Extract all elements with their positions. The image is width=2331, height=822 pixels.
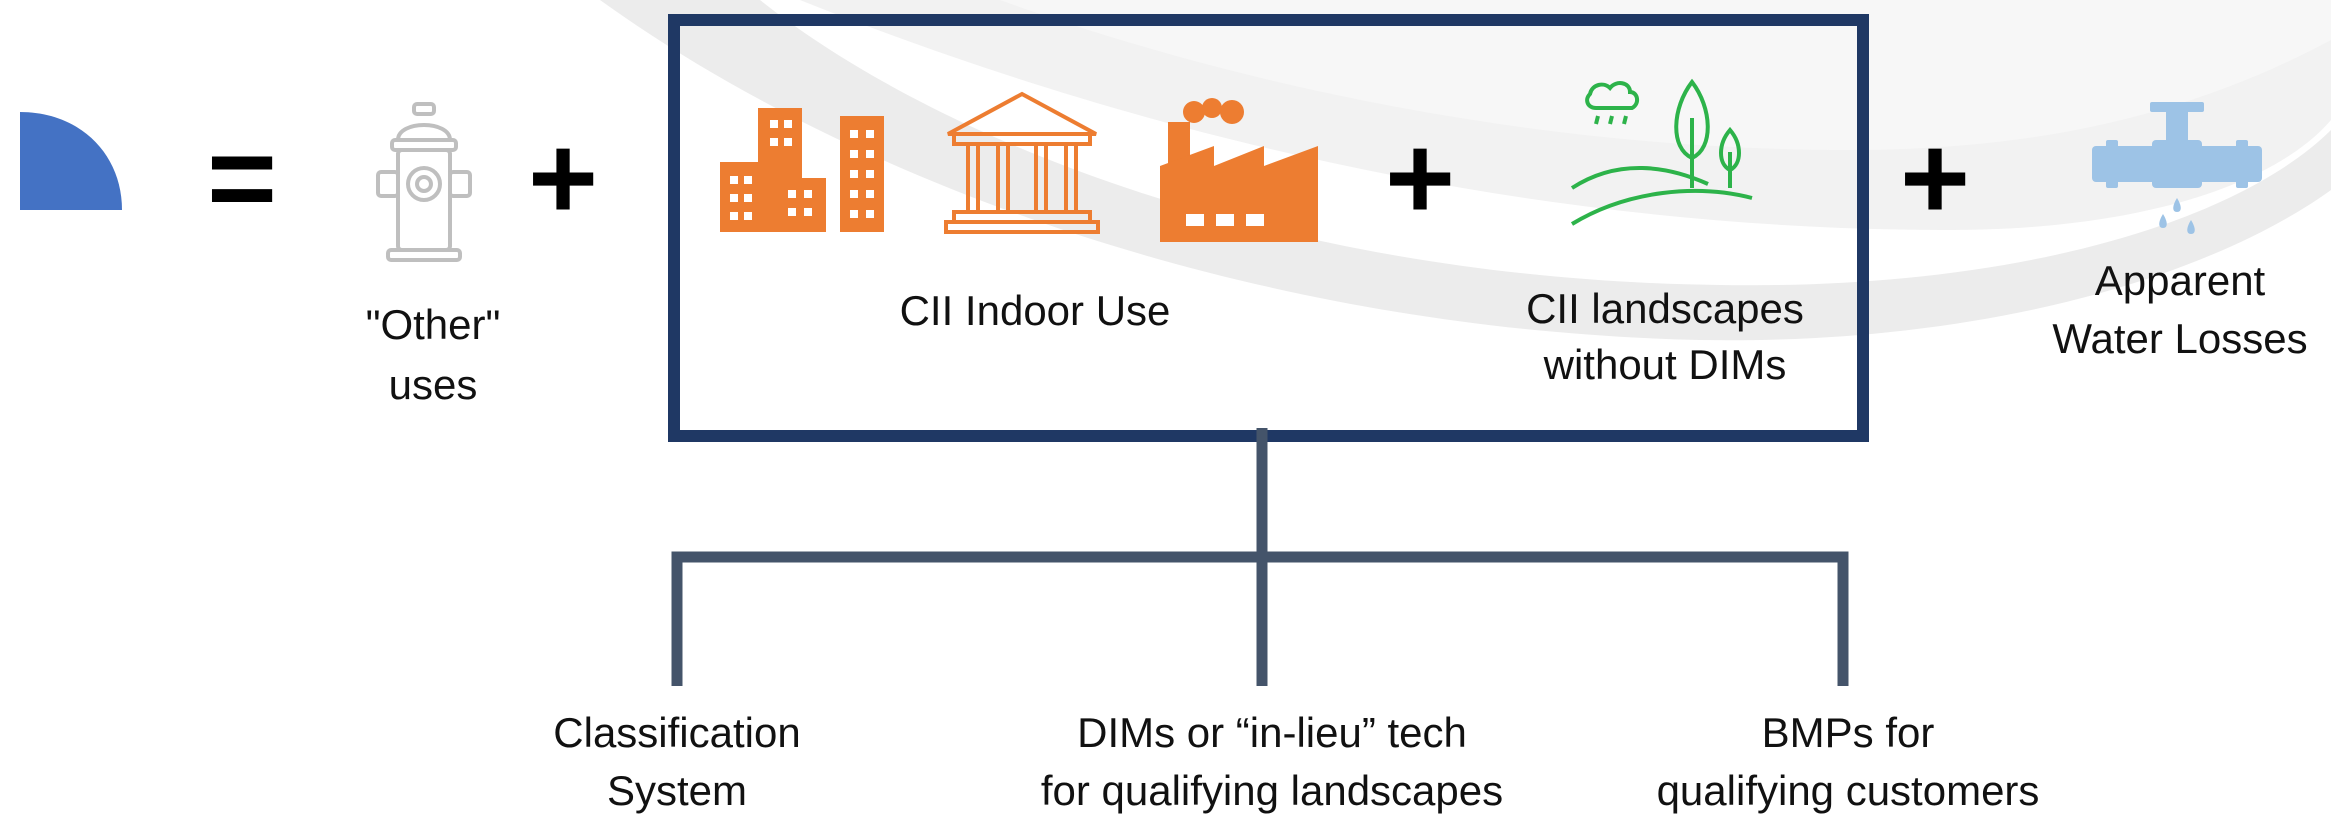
plus-symbol-1: + bbox=[528, 111, 599, 245]
water-losses-label-line1: Apparent bbox=[2094, 257, 2266, 304]
cii-landscapes-label-line1: CII landscapes bbox=[1526, 285, 1804, 332]
branch-bmps-line2: qualifying customers bbox=[1656, 767, 2040, 814]
cii-indoor-use-label: CII Indoor Use bbox=[899, 287, 1171, 334]
quarter-pie-shape bbox=[20, 112, 122, 210]
leaking-pipe-icon bbox=[2092, 102, 2262, 234]
government-building-icon bbox=[944, 91, 1100, 234]
landscape-icon bbox=[1570, 78, 1753, 226]
branch-classification-line2: System bbox=[606, 767, 748, 814]
branch-dims-line2: for qualifying landscapes bbox=[1040, 767, 1504, 814]
other-uses-label-line1: "Other" bbox=[365, 301, 501, 348]
other-uses-label-line2: uses bbox=[388, 361, 478, 408]
branch-dims-line1: DIMs or “in-lieu” tech bbox=[1077, 709, 1467, 756]
fire-hydrant-icon bbox=[376, 102, 472, 262]
factory-icon bbox=[1160, 98, 1318, 242]
equals-symbol: = bbox=[207, 111, 278, 245]
cii-landscapes-label-line2: without DIMs bbox=[1543, 341, 1787, 388]
water-losses-label-line2: Water Losses bbox=[2052, 315, 2308, 362]
branch-classification-line1: Classification bbox=[553, 709, 801, 756]
cii-group-box bbox=[668, 14, 1869, 442]
plus-symbol-2: + bbox=[1385, 111, 1456, 245]
branch-bmps-line1: BMPs for bbox=[1761, 709, 1935, 756]
connector-crossbar bbox=[671, 551, 1849, 686]
office-buildings-icon bbox=[720, 108, 884, 232]
plus-symbol-3: + bbox=[1900, 111, 1971, 245]
